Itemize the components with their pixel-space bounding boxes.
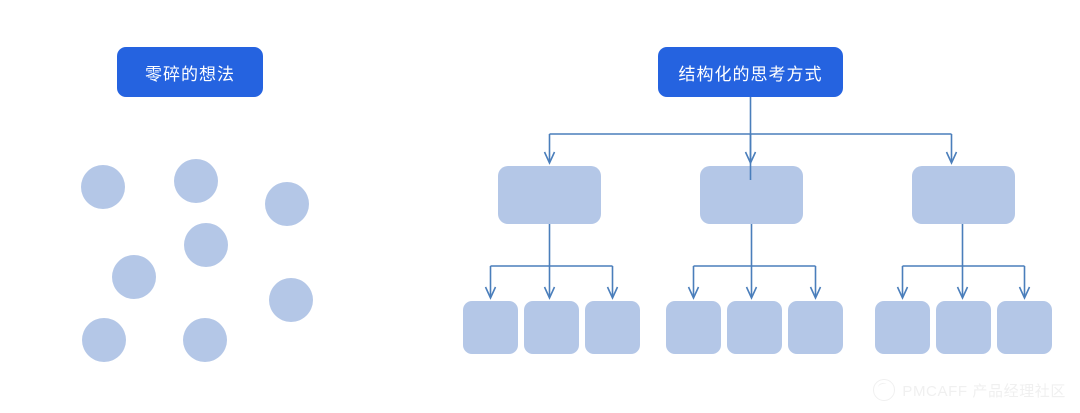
leaf-node-3-3 bbox=[997, 301, 1052, 354]
leaf-node-3-1 bbox=[875, 301, 930, 354]
branch-3-arrow-a bbox=[896, 286, 909, 300]
dot-6 bbox=[269, 278, 313, 322]
leaf-node-3-2 bbox=[936, 301, 991, 354]
leaf-node-1-2 bbox=[524, 301, 579, 354]
dot-4 bbox=[184, 223, 228, 267]
dot-8 bbox=[183, 318, 227, 362]
dot-2 bbox=[174, 159, 218, 203]
left-panel-title-pill: 零碎的想法 bbox=[117, 47, 263, 97]
dot-1 bbox=[81, 165, 125, 209]
branch-1-to-leaf-connectors bbox=[484, 224, 619, 300]
branch-node-2 bbox=[700, 166, 803, 224]
peach-circle-icon bbox=[873, 379, 896, 401]
right-panel-title-pill: 结构化的思考方式 bbox=[658, 47, 843, 97]
branch-2-arrow-c bbox=[809, 286, 822, 300]
watermark-text: PMCAFF 产品经理社区 bbox=[902, 382, 1066, 400]
leaf-node-2-2 bbox=[727, 301, 782, 354]
branch-1-arrow-c bbox=[606, 286, 619, 300]
root-arrow-1 bbox=[543, 151, 556, 165]
watermark: PMCAFF 产品经理社区 bbox=[873, 379, 1066, 401]
dot-3 bbox=[265, 182, 309, 226]
left-panel-title-text: 零碎的想法 bbox=[145, 64, 235, 84]
leaf-node-1-3 bbox=[585, 301, 640, 354]
leaf-node-1-1 bbox=[463, 301, 518, 354]
right-panel-title-text: 结构化的思考方式 bbox=[678, 64, 823, 84]
branch-3-arrow-b bbox=[956, 286, 969, 300]
leaf-node-2-1 bbox=[666, 301, 721, 354]
dot-7 bbox=[82, 318, 126, 362]
root-arrow-3 bbox=[945, 151, 958, 165]
branch-3-arrow-c bbox=[1018, 286, 1031, 300]
branch-node-3 bbox=[912, 166, 1015, 224]
root-arrow-2 bbox=[744, 151, 757, 165]
branch-3-to-leaf-connectors bbox=[896, 224, 1031, 300]
dot-5 bbox=[112, 255, 156, 299]
branch-2-to-leaf-connectors bbox=[687, 224, 822, 300]
branch-2-arrow-b bbox=[745, 286, 758, 300]
branch-1-arrow-b bbox=[543, 286, 556, 300]
branch-1-arrow-a bbox=[484, 286, 497, 300]
branch-2-arrow-a bbox=[687, 286, 700, 300]
branch-node-1 bbox=[498, 166, 601, 224]
leaf-node-2-3 bbox=[788, 301, 843, 354]
